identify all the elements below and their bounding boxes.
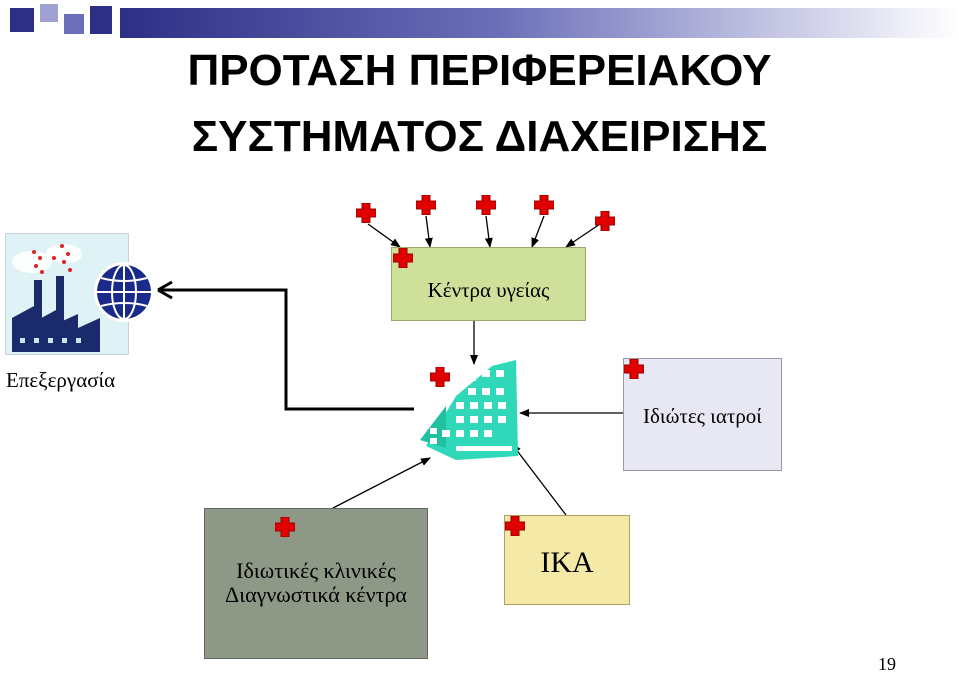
private-doctors-label: Ιδιώτες ιατροί [643,404,762,428]
private-doctors-box: Ιδιώτες ιατροί [623,358,782,471]
arrow-clinics-to-hospital [332,457,431,509]
arrow-ika-to-hospital [511,443,567,516]
title-bar [0,0,959,42]
medical-cross-icon [505,516,525,536]
medical-cross-icon [275,517,295,537]
title-bar-square [64,14,84,34]
medical-cross-icon [430,367,450,387]
arrow-cross-to-health-centers [484,215,493,248]
title-bar-square [10,8,34,32]
arrow-cross-to-health-centers [424,215,433,248]
page-number: 19 [878,654,896,674]
medical-cross-icon [534,195,554,215]
medical-cross-icon [416,195,436,215]
page-title-line1: ΠΡΟΤΑΣΗ ΠΕΡΙΦΕΡΕΙΑΚΟΥ [187,46,772,95]
hospital-icon [420,360,518,460]
title-bar-square [90,6,112,34]
medical-cross-icon [356,203,376,223]
health-centers-box: Κέντρα υγείας [391,247,586,321]
ika-box: IKA [504,515,630,605]
private-clinics-box: Ιδιωτικές κλινικές Διαγνωστικά κέντρα [204,508,428,659]
health-centers-label: Κέντρα υγείας [427,278,550,302]
ika-label: IKA [540,546,594,579]
page-title-line2: ΣΥΣΤΗΜΑΤΟΣ ΔΙΑΧΕΙΡΙΣΗΣ [191,112,768,161]
private-clinics-label: Ιδιωτικές κλινικές [236,558,396,583]
title-bar-square [40,4,58,22]
diagnostic-centers-label: Διαγνωστικά κέντρα [225,582,407,607]
processing-label: Επεξεργασία [6,368,116,392]
arrow-hospital-to-processing [157,280,414,411]
medical-cross-icon [476,195,496,215]
medical-cross-icon [393,248,413,268]
medical-cross-icon [624,359,644,379]
medical-cross-icon [595,211,615,231]
arrow-cross-to-health-centers [531,215,545,248]
arrow-cross-to-health-centers [367,223,401,248]
factory-icon [5,233,154,355]
arrow-cross-to-health-centers [565,223,601,248]
title-bar-gradient [120,8,959,38]
